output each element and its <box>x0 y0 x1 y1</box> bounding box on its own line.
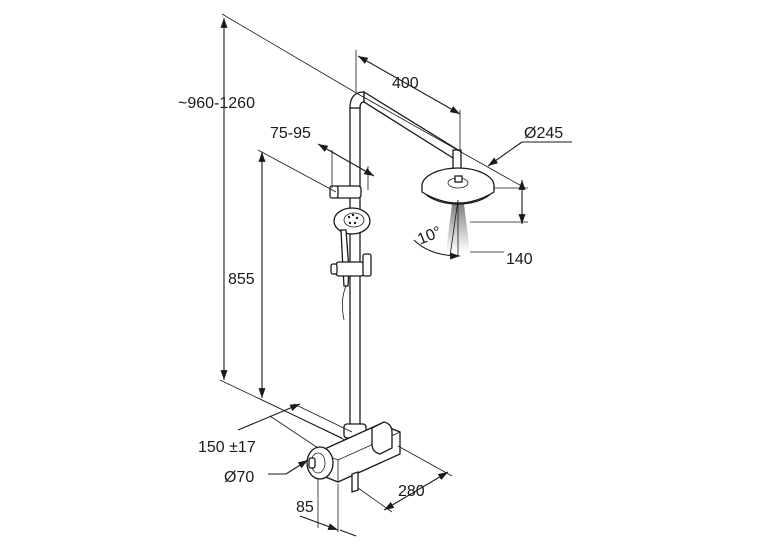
dim-holder-height: 855 <box>228 149 346 441</box>
dim-inlet-spacing: 150 ±17 <box>198 403 353 456</box>
overhead-shower-head <box>421 167 495 252</box>
mixer-depth-label: 85 <box>296 499 314 516</box>
arm-length-label: 400 <box>392 75 419 92</box>
slider-holder <box>330 253 372 277</box>
inlet-spacing-label: 150 ±17 <box>198 439 256 456</box>
hose <box>342 285 347 321</box>
head-diameter-label: Ø245 <box>524 125 563 142</box>
dim-arm-length: 400 <box>355 50 461 150</box>
holder-height-label: 855 <box>228 271 255 288</box>
thermostat-mixer <box>306 421 401 493</box>
head-drop-label: 140 <box>506 251 533 268</box>
wall-distance-label: 280 <box>398 483 425 500</box>
dim-wall-distance: 280 <box>357 445 453 513</box>
dim-mixer-depth: 85 <box>296 478 357 537</box>
dim-holder-offset: 75-95 <box>270 125 375 190</box>
handle-diameter-label: Ø70 <box>224 469 254 486</box>
total-height-label: ~960-1260 <box>178 95 255 112</box>
hand-shower <box>333 207 371 287</box>
upper-holder <box>329 185 362 199</box>
dim-head-diameter: Ø245 <box>487 125 572 167</box>
dim-head-drop: 140 <box>470 180 533 268</box>
dim-handle-diameter: Ø70 <box>224 459 309 486</box>
holder-offset-label: 75-95 <box>270 125 311 142</box>
shower-arm <box>363 90 462 177</box>
tilt-angle-label: 10° <box>415 224 444 249</box>
